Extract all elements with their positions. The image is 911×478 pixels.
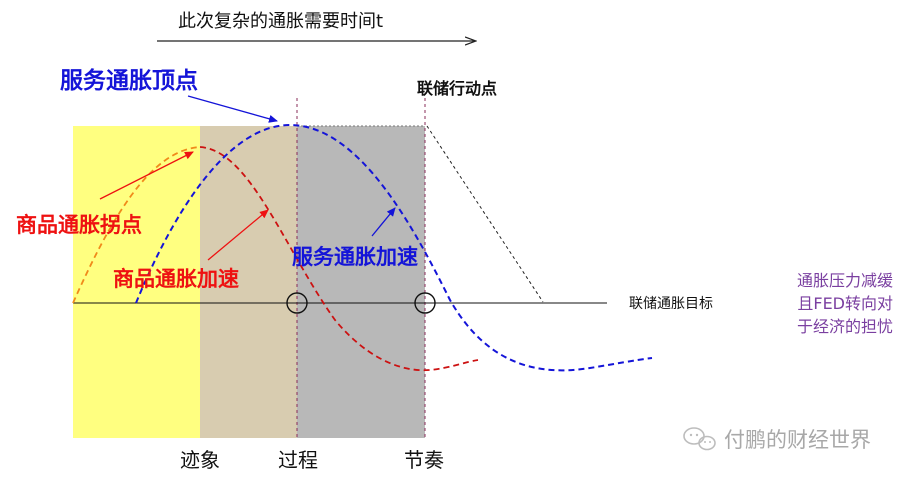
wechat-icon (683, 427, 716, 451)
service-peak-arrow (187, 95, 278, 123)
goods-inflation-curve-early (72, 146, 201, 304)
goods-inflection-label: 商品通胀拐点 (16, 213, 142, 237)
phase-signs-block (73, 126, 200, 438)
fed-action-decline-line (426, 125, 544, 303)
phase-signs-label: 迹象 (180, 448, 220, 472)
service-accel-arrow (371, 207, 396, 237)
rhythm-target-circle (414, 292, 436, 314)
phase-rhythm-label: 节奏 (404, 448, 444, 472)
process-target-circle (286, 292, 308, 314)
service-accel-label: 服务通胀加速 (292, 245, 418, 269)
fed-action-label: 联储行动点 (417, 79, 497, 98)
phase-process-block (200, 126, 297, 438)
phase-process-label: 过程 (278, 448, 318, 472)
goods-inflation-curve (199, 146, 479, 372)
fed-target-label: 联储通胀目标 (629, 296, 713, 312)
pressure-note-line-1: 通胀压力减缓 (797, 271, 893, 290)
timeline-label: 此次复杂的通胀需要时间t (178, 11, 383, 32)
service-peak-label: 服务通胀顶点 (60, 68, 198, 94)
goods-accel-label: 商品通胀加速 (113, 267, 239, 291)
service-inflation-curve (135, 123, 653, 372)
phase-rhythm-block (297, 126, 425, 438)
goods-accel-arrow (207, 209, 269, 261)
watermark-text: 付鹏的财经世界 (724, 428, 871, 452)
pressure-note-line-2: 且FED转向对 (797, 294, 893, 313)
goods-inflection-arrow (99, 151, 194, 200)
pressure-note-line-3: 于经济的担忧 (797, 317, 893, 336)
